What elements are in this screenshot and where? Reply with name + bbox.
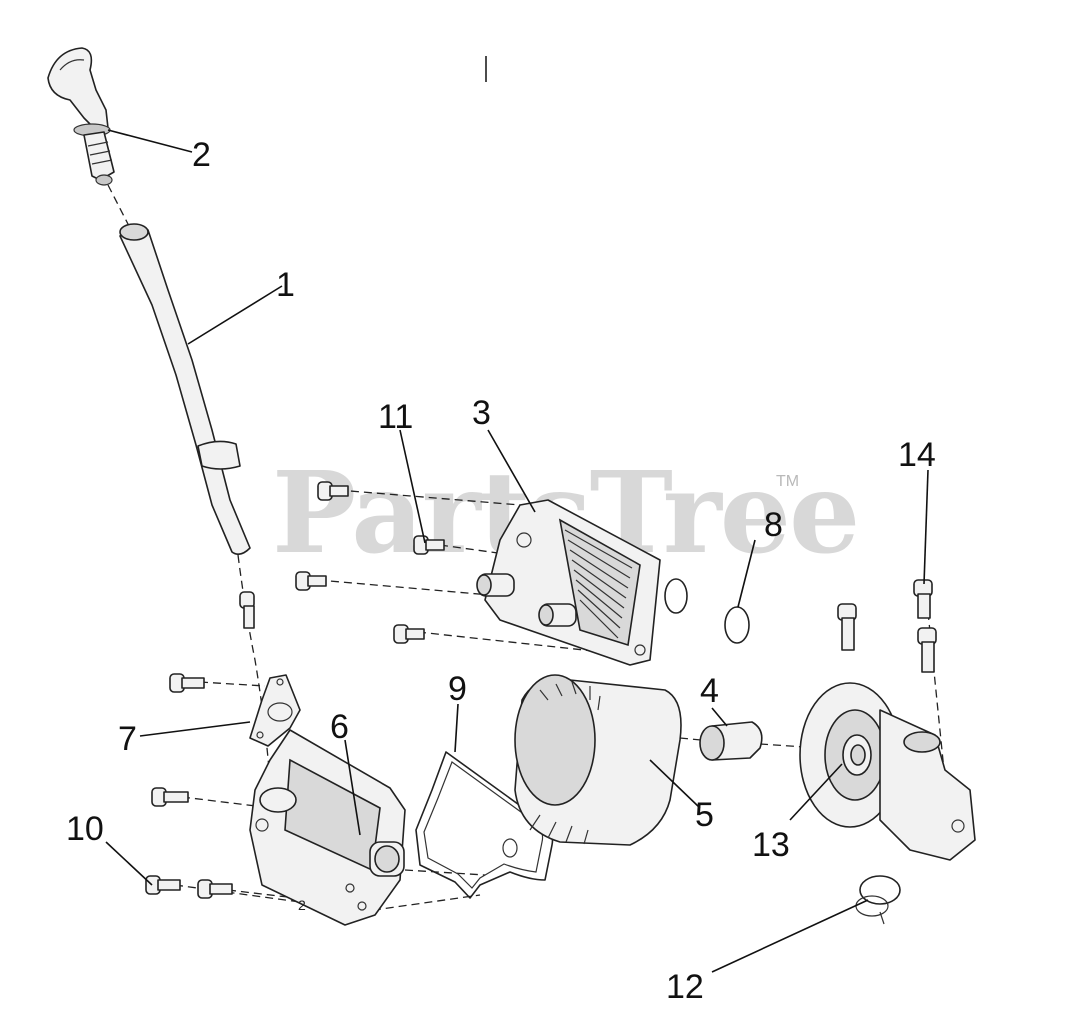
callout-1: 1: [276, 266, 295, 304]
oil-filter-housing: 2: [249, 729, 406, 926]
callout-11: 11: [378, 398, 413, 436]
watermark-tm: TM: [776, 473, 799, 490]
callout-9: 9: [448, 670, 467, 708]
housing-mark: 2: [298, 897, 306, 913]
gasket-7: [249, 674, 301, 747]
dipstick-handle: [47, 47, 115, 186]
callout-5: 5: [695, 796, 714, 834]
bolt-d: [393, 624, 425, 644]
bolt-a: [317, 481, 349, 501]
leader-lines: [105, 129, 929, 973]
filter-base: [799, 682, 976, 861]
bolt-b: [413, 535, 445, 555]
bolt-set-11: [295, 481, 445, 644]
bolt-c: [295, 571, 327, 591]
sleeve-4: [699, 721, 763, 761]
callout-labels: 2 1 3 11 8 14 4 5 6 9 7 10 13 12: [66, 136, 936, 1006]
callout-10: 10: [66, 810, 104, 848]
oil-filter: [514, 674, 682, 846]
callout-12: 12: [666, 968, 704, 1006]
callout-2: 2: [192, 136, 211, 174]
hose-clamp: [855, 875, 901, 925]
bolt-set-10: [145, 591, 255, 899]
o-rings-8: [664, 578, 750, 644]
callout-4: 4: [700, 672, 719, 710]
bolt-set-14: [837, 579, 937, 673]
oil-cooler: [476, 499, 661, 666]
callout-8: 8: [764, 506, 783, 544]
callout-3: 3: [472, 394, 491, 432]
callout-6: 6: [330, 708, 349, 746]
callout-13: 13: [752, 826, 790, 864]
callout-14: 14: [898, 436, 936, 474]
dipstick-tube: [119, 223, 251, 556]
callout-7: 7: [118, 720, 137, 758]
